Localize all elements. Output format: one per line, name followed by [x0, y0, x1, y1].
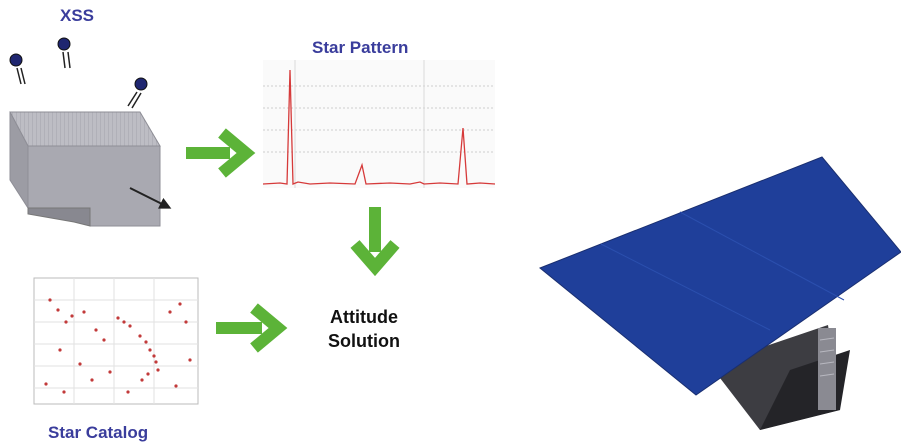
star-pattern-label: Star Pattern [312, 38, 409, 57]
arrow-down-icon [350, 207, 400, 277]
satellite [539, 156, 901, 430]
photon-icon [57, 37, 71, 69]
xss-sensor [9, 111, 172, 227]
attitude-line1: Attitude [330, 307, 398, 327]
star-pattern-plot [262, 60, 496, 188]
attitude-solution-label: Attitude Solution [320, 305, 408, 353]
xss-label: XSS [60, 6, 95, 25]
arrow-right-icon [186, 128, 256, 178]
photon-icon [9, 53, 26, 85]
attitude-line2: Solution [328, 331, 400, 351]
star-catalog-label: Star Catalog [48, 423, 149, 442]
photon-icon [127, 77, 148, 109]
arrow-right-icon [216, 303, 288, 353]
star-catalog-plot [33, 277, 199, 405]
